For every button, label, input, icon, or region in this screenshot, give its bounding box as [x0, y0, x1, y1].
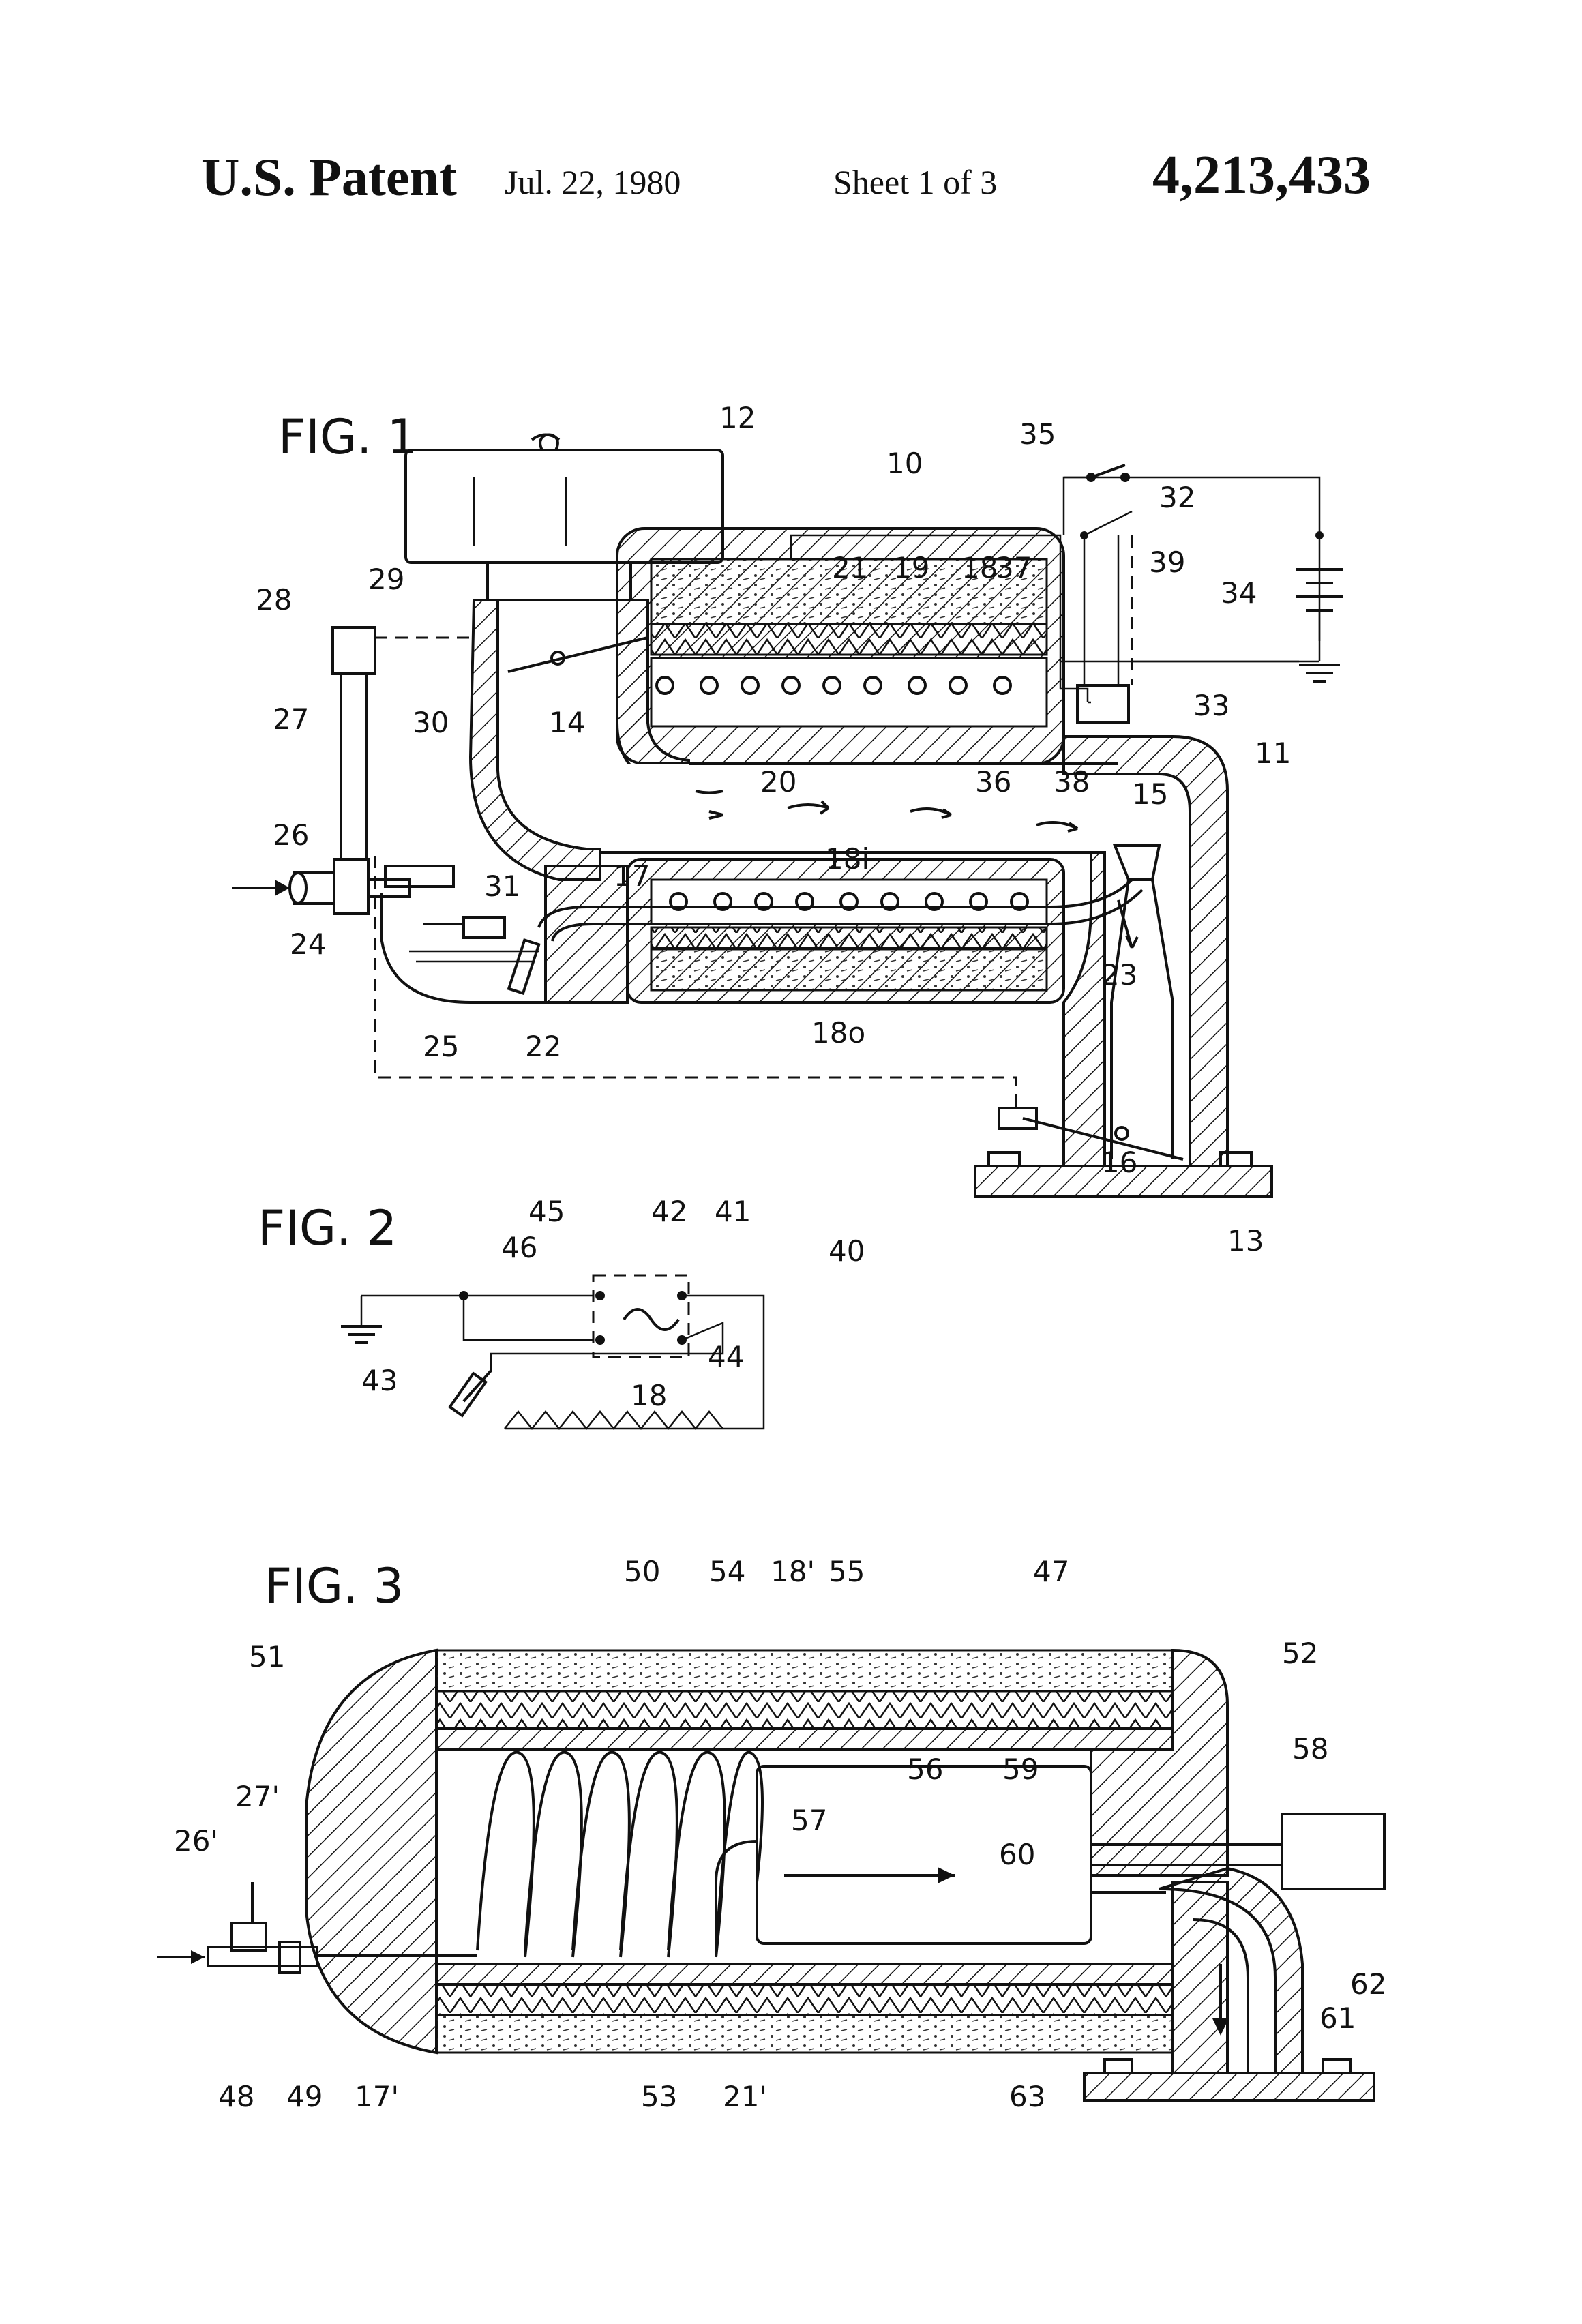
fig2-label: FIG. 2 [258, 1200, 397, 1256]
fig3-ref-58: 58 [1292, 1732, 1328, 1766]
fig1-ref-36: 36 [975, 765, 1011, 799]
fig3-ref-53: 53 [641, 2080, 677, 2113]
fig1-ref-33: 33 [1193, 689, 1229, 722]
fig1-ref-20: 20 [760, 765, 796, 799]
fig3-ref-63: 63 [1009, 2080, 1045, 2113]
fig3-ref-56: 56 [907, 1753, 943, 1786]
fig1-ref-39: 39 [1149, 546, 1185, 579]
fig1-ref-15: 15 [1132, 777, 1168, 811]
fig1-ref-28: 28 [256, 583, 292, 616]
fig3-ref-62: 62 [1350, 1967, 1386, 2001]
fig1-ref-21: 21 [832, 551, 868, 584]
fig3-ref-27prime: 27' [235, 1780, 280, 1813]
fig2-ref-43: 43 [361, 1364, 398, 1397]
fig3-ref-61: 61 [1319, 2001, 1356, 2035]
fig3-drawing [157, 1650, 1384, 2100]
fig2-ref-42: 42 [651, 1195, 687, 1228]
fig1-ref-25: 25 [423, 1030, 459, 1063]
fig1-ref-10: 10 [886, 447, 923, 480]
fig2-ref-46: 46 [501, 1231, 537, 1264]
fig3-ref-51: 51 [249, 1640, 285, 1673]
fig1-ref-23: 23 [1101, 958, 1137, 992]
fig1-ref-29: 29 [368, 563, 404, 596]
fig2-ref-41: 41 [715, 1195, 751, 1228]
fig2-ref-18: 18 [631, 1379, 667, 1412]
fig1-ref-30: 30 [413, 706, 449, 739]
fig1-ref-14: 14 [549, 706, 585, 739]
fig2-ref-44: 44 [708, 1340, 744, 1373]
fig1-ref-17: 17 [614, 859, 650, 893]
fig1-ref-13: 13 [1227, 1224, 1264, 1257]
fig3-ref-49: 49 [286, 2080, 323, 2113]
fig1-ref-16: 16 [1101, 1146, 1137, 1179]
fig3-ref-47: 47 [1033, 1555, 1069, 1588]
fig1-ref-12: 12 [719, 401, 756, 434]
fig3-label: FIG. 3 [265, 1558, 404, 1614]
fig1-ref-35: 35 [1019, 417, 1056, 451]
fig1-ref-22: 22 [525, 1030, 561, 1063]
fig1-ref-32: 32 [1159, 481, 1195, 514]
fig2-ref-40: 40 [829, 1234, 865, 1268]
fig3-ref-54: 54 [709, 1555, 745, 1588]
fig3-ref-57: 57 [791, 1804, 827, 1837]
fig1-ref-11: 11 [1255, 736, 1291, 770]
coil-tube [477, 1753, 762, 1957]
fig1-label: FIG. 1 [278, 409, 417, 465]
fig2-drawing [341, 1275, 764, 1429]
fig1-ref-31: 31 [484, 869, 520, 903]
fig3-ref-50: 50 [624, 1555, 660, 1588]
fig1-ref-24: 24 [290, 927, 326, 961]
fig1-ref-18i: 18i [825, 842, 869, 876]
fig1-ref-38: 38 [1054, 765, 1090, 799]
fig1-ref-19: 19 [893, 551, 929, 584]
fig3-ref-60: 60 [999, 1838, 1035, 1871]
fig3-ref-59: 59 [1002, 1753, 1039, 1786]
fig3-ref-17prime: 17' [355, 2080, 399, 2113]
fig3-ref-52: 52 [1282, 1637, 1318, 1670]
fig3-ref-48: 48 [218, 2080, 254, 2113]
fig1-ref-18o: 18o [811, 1016, 865, 1049]
fig3-ref-21prime: 21' [723, 2080, 767, 2113]
fig1-ref-18: 18 [961, 551, 998, 584]
fig1-ref-27: 27 [273, 702, 309, 736]
fig1-ref-37: 37 [996, 551, 1032, 584]
fig2-ref-45: 45 [528, 1195, 565, 1228]
fig1-ref-34: 34 [1221, 576, 1257, 610]
fig3-ref-18prime: 18' [771, 1555, 815, 1588]
fig1-ref-26: 26 [273, 818, 309, 852]
fig3-ref-26prime: 26' [174, 1824, 218, 1858]
fig3-ref-55: 55 [829, 1555, 865, 1588]
